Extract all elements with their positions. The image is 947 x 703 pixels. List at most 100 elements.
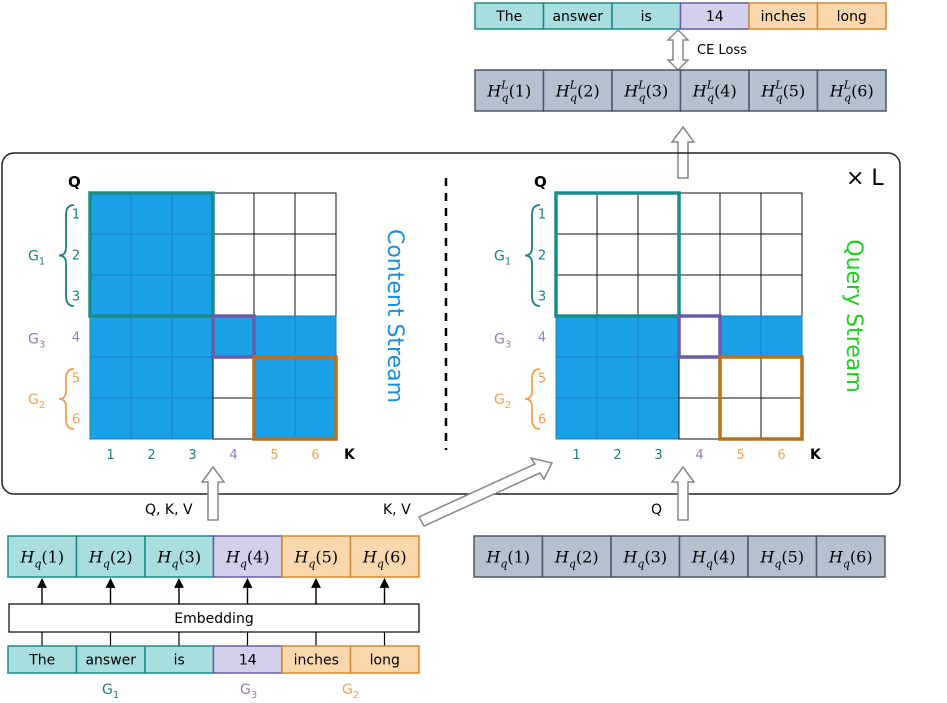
content-cell: [130, 274, 173, 317]
content-cell: [294, 397, 337, 440]
content-hidden-box: [349, 535, 420, 578]
content-cell: [212, 274, 255, 317]
query-cell: [719, 274, 762, 317]
output-token-box: [748, 2, 819, 30]
query-cell: [637, 397, 680, 440]
input-token-text: The: [28, 653, 55, 669]
content-hidden-box: [281, 535, 352, 578]
kv-input-arrow: [417, 456, 554, 527]
query-g2-block: [718, 355, 804, 441]
content-hidden-state-row: Hq(1)Hq(2)Hq(3)Hq(4)Hq(5)Hq(6): [7, 535, 420, 578]
content-cell: [89, 315, 132, 358]
query-cell: [678, 233, 721, 276]
content-cell: [89, 192, 132, 235]
content-hidden-text: Hq(3): [156, 548, 201, 571]
content-cell: [171, 192, 214, 235]
output-token-text: The: [495, 9, 522, 25]
query-g2-label: G2: [494, 392, 511, 411]
query-g3-label: G3: [494, 332, 511, 351]
top-hidden-box: [474, 69, 545, 112]
query-cell: [678, 192, 721, 235]
query-row-label: 1: [538, 208, 546, 223]
query-cell: [719, 192, 762, 235]
query-cell: [555, 233, 598, 276]
query-hidden-box: [747, 535, 818, 578]
query-g3-block: [677, 314, 722, 359]
query-hidden-text: Hq(4): [691, 548, 736, 571]
content-g3-block: [211, 314, 256, 359]
output-token-text: long: [837, 9, 867, 25]
content-cell: [171, 233, 214, 276]
output-token-text: 14: [706, 9, 724, 25]
input-token-text: 14: [239, 653, 257, 669]
content-g2-brace: [58, 368, 75, 430]
query-cell: [637, 192, 680, 235]
query-cell: [555, 356, 598, 399]
output-token-box: [816, 2, 887, 30]
query-cell: [596, 315, 639, 358]
query-cell: [760, 315, 803, 358]
query-hidden-state-row: Hq(1)Hq(2)Hq(3)Hq(4)Hq(5)Hq(6): [473, 535, 886, 578]
query-cell: [719, 356, 762, 399]
two-stream-block: [1, 152, 901, 495]
query-cell: [555, 397, 598, 440]
query-row-label: 6: [538, 413, 546, 428]
content-cell: [212, 356, 255, 399]
content-col-label: 3: [188, 448, 196, 463]
query-col-label: 6: [777, 448, 785, 463]
query-g1-block: [554, 191, 681, 318]
q-label: Q: [651, 502, 662, 518]
g2-input-label: G2: [342, 682, 359, 701]
output-token-text: inches: [761, 9, 806, 25]
query-hidden-text: Hq(2): [554, 548, 599, 571]
content-hidden-box: [7, 535, 78, 578]
query-cell: [596, 274, 639, 317]
content-row-label: 2: [72, 249, 80, 264]
content-cell: [253, 192, 296, 235]
content-stream-title: Content Stream: [382, 229, 407, 403]
content-cell: [89, 233, 132, 276]
query-hidden-text: Hq(5): [759, 548, 804, 571]
qkv-input-arrow: [200, 465, 226, 521]
content-hidden-box: [144, 535, 215, 578]
content-cell: [89, 356, 132, 399]
query-row-label: 4: [538, 331, 546, 346]
query-cell: [555, 192, 598, 235]
content-hidden-box: [212, 535, 283, 578]
input-token-box: [349, 645, 420, 674]
content-cell: [294, 315, 337, 358]
output-token-box: [611, 2, 682, 30]
content-cell: [212, 233, 255, 276]
content-k-axis-label: K: [344, 447, 356, 463]
embedding-label: Embedding: [174, 611, 253, 627]
query-cell: [678, 356, 721, 399]
output-token-box: [542, 2, 613, 30]
query-row-label: 2: [538, 249, 546, 264]
query-hidden-text: Hq(1): [485, 548, 530, 571]
query-cell: [555, 274, 598, 317]
content-cell: [130, 315, 173, 358]
input-token-text: long: [370, 653, 400, 669]
query-cell: [678, 397, 721, 440]
query-hidden-box: [678, 535, 749, 578]
content-col-label: 1: [106, 448, 114, 463]
query-cell: [760, 274, 803, 317]
input-token-box: [144, 645, 215, 674]
top-hidden-box: [748, 69, 819, 112]
query-cell: [555, 315, 598, 358]
query-cell: [596, 397, 639, 440]
query-cell: [596, 356, 639, 399]
query-col-label: 3: [654, 448, 662, 463]
content-cell: [294, 233, 337, 276]
content-cell: [171, 397, 214, 440]
query-hidden-box: [541, 535, 612, 578]
